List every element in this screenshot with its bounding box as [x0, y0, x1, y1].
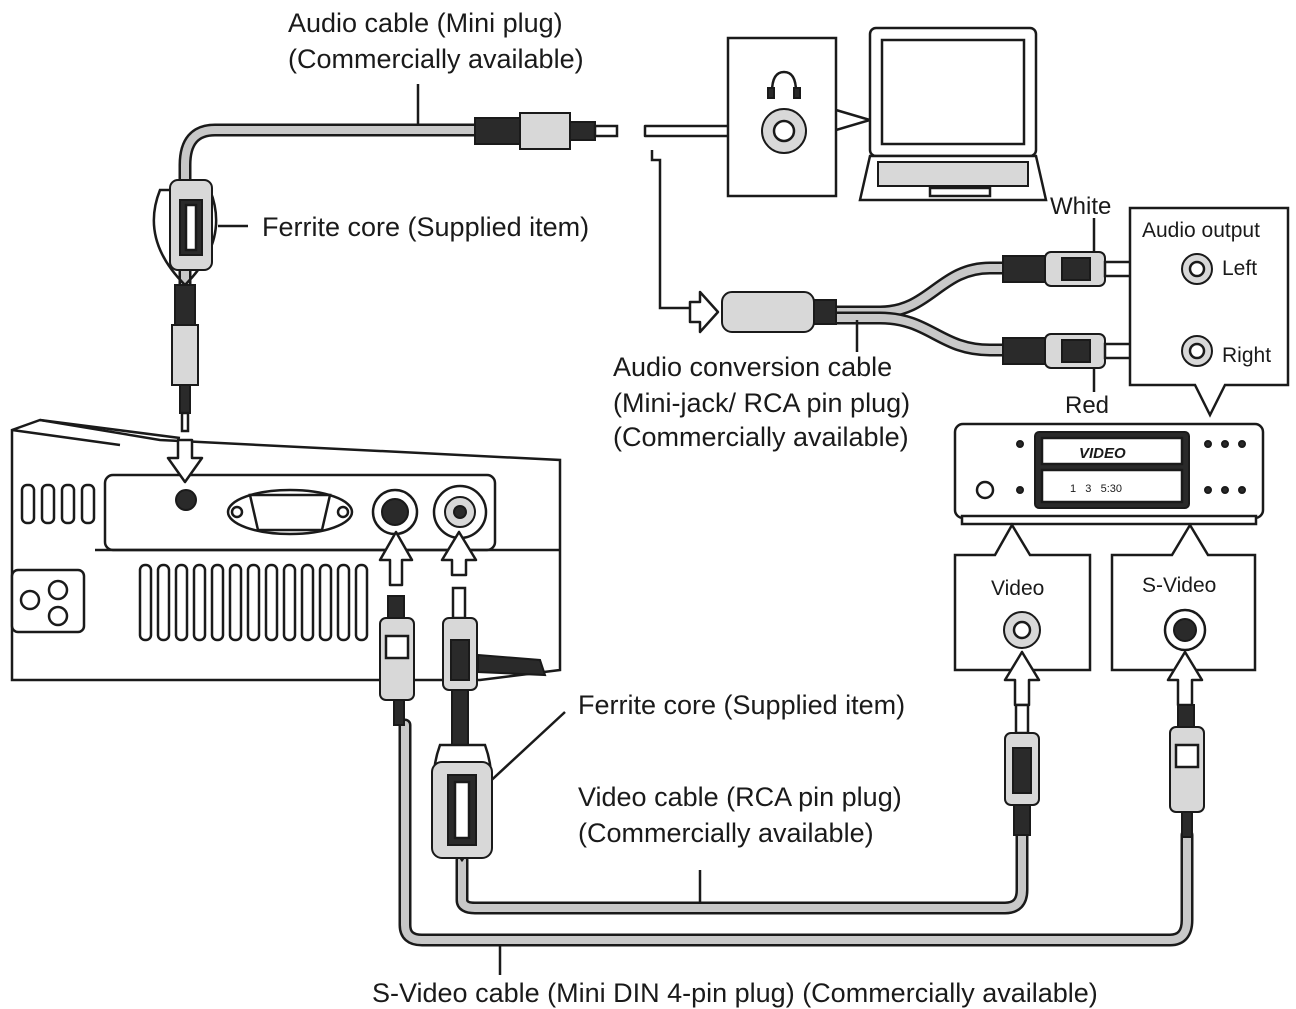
arrow-icon — [378, 530, 414, 587]
headphone-jack-panel — [726, 36, 875, 198]
s-video-plug-vcr — [1169, 704, 1205, 838]
s-video-port[interactable] — [371, 488, 419, 536]
audio-output-panel — [1128, 206, 1290, 418]
rca-plug-vcr — [1004, 703, 1040, 836]
red-rca-plug — [1002, 333, 1142, 369]
ferrite-core-bottom-label: Ferrite core (Supplied item) — [578, 690, 905, 720]
rca-plug-projector — [442, 586, 478, 746]
audio-output-label: Audio output — [1142, 219, 1260, 242]
audio-plug-horizontal — [474, 112, 619, 150]
video-port-label: Video — [991, 577, 1044, 600]
side-vents — [20, 483, 96, 525]
video-cable-label-1: Video cable (RCA pin plug) — [578, 782, 902, 812]
vga-port[interactable] — [226, 488, 354, 536]
red-label: Red — [1065, 392, 1109, 419]
bottom-vents — [138, 563, 369, 642]
arrow-icon — [688, 290, 720, 334]
audio-conversion-label-2: (Mini-jack/ RCA pin plug) — [613, 388, 910, 418]
video-port-panel — [953, 522, 1092, 672]
s-video-cable-label: S-Video cable (Mini DIN 4-pin plug) (Com… — [372, 978, 1098, 1008]
ferrite-core-icon — [431, 743, 493, 863]
power-socket-icon — [10, 568, 86, 634]
white-label: White — [1050, 193, 1111, 220]
audio-conversion-jack — [721, 291, 837, 333]
audio-cable-label-1: Audio cable (Mini plug) — [288, 8, 563, 38]
audio-in-port[interactable] — [175, 489, 197, 511]
video-cable-label-2: (Commercially available) — [578, 818, 874, 848]
s-video-port-label: S-Video — [1142, 574, 1216, 597]
left-label: Left — [1222, 257, 1257, 280]
vcr-icon — [953, 422, 1265, 526]
arrow-icon — [166, 438, 204, 484]
vcr-display: 1 3 5:30 — [1070, 483, 1122, 495]
s-video-plug-projector — [379, 595, 415, 726]
ferrite-core-icon — [152, 179, 218, 287]
laptop-icon — [858, 26, 1048, 202]
arrow-icon — [440, 530, 478, 577]
video-port[interactable] — [432, 484, 488, 540]
headphone-icon — [767, 70, 801, 99]
audio-conversion-label-3: (Commercially available) — [613, 422, 909, 452]
projector-icon — [10, 418, 562, 682]
vcr-logo: VIDEO — [1079, 445, 1126, 462]
cables — [178, 84, 1194, 975]
s-video-port-panel — [1110, 522, 1257, 672]
audio-conversion-label-1: Audio conversion cable — [613, 352, 892, 382]
audio-plug-vertical — [171, 284, 199, 433]
white-rca-plug — [1002, 251, 1142, 287]
audio-cable-label-2: (Commercially available) — [288, 44, 584, 74]
right-label: Right — [1222, 344, 1271, 367]
ferrite-core-top-label: Ferrite core (Supplied item) — [262, 212, 589, 242]
